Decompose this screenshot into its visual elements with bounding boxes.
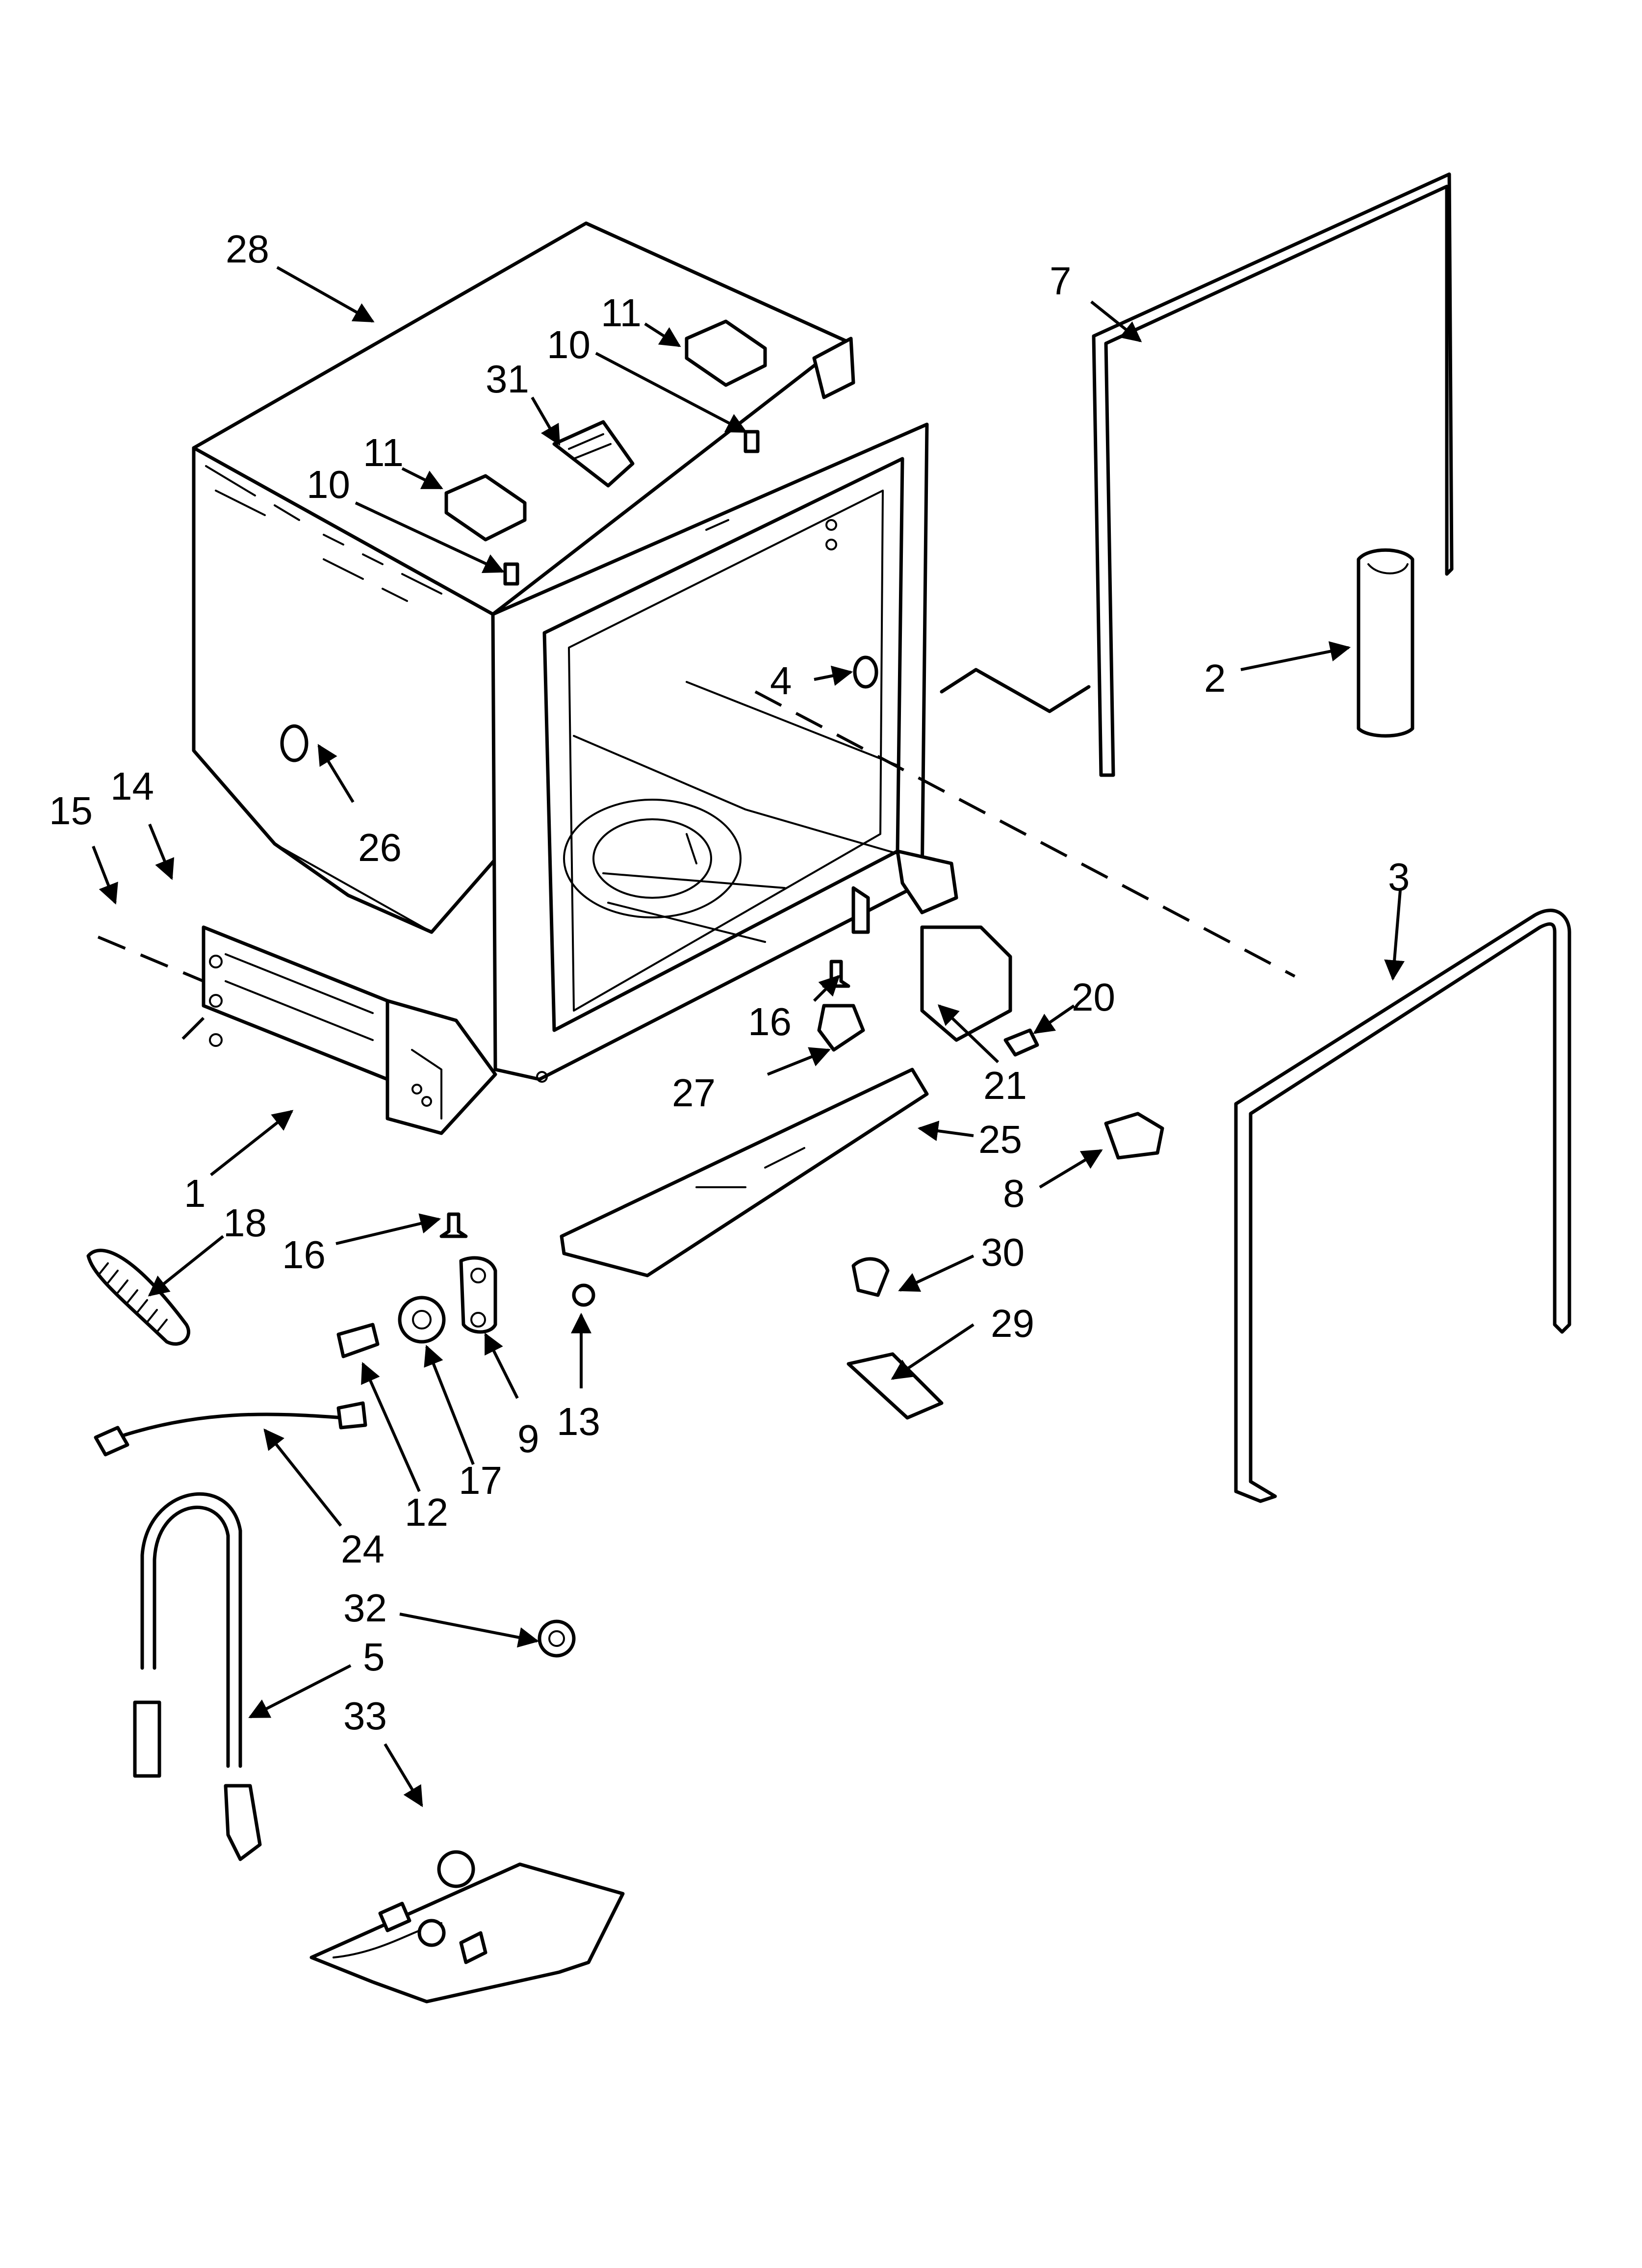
leader-4 [814, 665, 853, 686]
wire-24 [101, 1412, 345, 1444]
leader-10b [355, 501, 505, 574]
callout-17: 17 [459, 1459, 502, 1502]
bracket-29 [847, 1352, 944, 1420]
leader-20 [1033, 1004, 1075, 1034]
leader-11b [401, 467, 443, 490]
callout-10: 10 [547, 323, 590, 366]
screw-10-left [503, 562, 519, 586]
callout-9: 9 [517, 1417, 539, 1460]
callout-13: 13 [557, 1400, 600, 1443]
callout-32: 32 [343, 1586, 387, 1630]
part-30 [851, 1257, 890, 1297]
screw-10-right [744, 430, 760, 453]
callout-21: 21 [983, 1064, 1027, 1107]
bag-33 [309, 1862, 625, 2004]
callout-14: 14 [110, 764, 154, 808]
callout-25: 25 [978, 1118, 1022, 1161]
tub-assembly [97, 221, 1296, 1135]
leader-24 [263, 1428, 342, 1527]
callout-1: 1 [184, 1172, 206, 1215]
leader-31 [531, 396, 561, 446]
leader-12 [361, 1362, 421, 1492]
plug-4 [853, 655, 878, 689]
leader-11a [644, 322, 681, 347]
callout-29: 29 [991, 1302, 1034, 1345]
leader-21 [937, 1004, 1000, 1064]
callout-12: 12 [405, 1490, 448, 1534]
callout-30: 30 [981, 1230, 1025, 1274]
leader-32 [399, 1613, 539, 1648]
leader-10a [595, 352, 747, 433]
leader-29 [891, 1323, 975, 1380]
screw-20 [1003, 1028, 1039, 1057]
foot-17 [398, 1296, 446, 1344]
leader-18 [148, 1235, 224, 1297]
callout-3: 3 [1388, 855, 1410, 899]
tub-gasket-3 [1234, 909, 1571, 1503]
bracket-11-left [444, 474, 527, 542]
leader-16a [813, 975, 840, 1002]
leader-7 [1090, 300, 1142, 342]
callout-18: 18 [223, 1201, 267, 1245]
callout-15: 15 [49, 789, 93, 833]
screw-13 [572, 1283, 595, 1307]
leader-26 [317, 744, 355, 803]
callout-numbers: 28 7 11 10 31 11 10 4 2 26 15 14 3 20 16… [49, 227, 1410, 1738]
leader-1 [210, 1110, 294, 1176]
leader-30 [898, 1254, 975, 1292]
callout-16: 16 [282, 1233, 326, 1277]
clip-8 [1104, 1112, 1164, 1160]
lower-left-parts [86, 1249, 625, 2004]
leader-16b [335, 1213, 441, 1245]
panel-25 [560, 1068, 929, 1277]
callout-4: 4 [770, 659, 792, 703]
leveler-16b [439, 1212, 468, 1238]
leader-9 [484, 1332, 519, 1399]
callout-5: 5 [363, 1635, 385, 1679]
door-gasket-7 [1092, 172, 1454, 777]
leader-27 [767, 1047, 831, 1076]
screw-12 [336, 1323, 380, 1358]
callout-16: 16 [748, 1000, 792, 1043]
callout-11: 11 [363, 431, 404, 474]
leader-3 [1384, 890, 1405, 981]
leader-28 [276, 266, 375, 323]
callout-26: 26 [358, 826, 402, 869]
callout-20: 20 [1072, 975, 1115, 1019]
plug-26 [280, 724, 308, 762]
callout-27: 27 [672, 1071, 716, 1115]
leader-33 [384, 1743, 423, 1807]
callout-33: 33 [343, 1694, 387, 1738]
clip-27 [817, 1004, 865, 1052]
vent-2 [1357, 548, 1414, 738]
leader-5 [248, 1664, 352, 1719]
callout-10: 10 [307, 463, 350, 506]
leader-2 [1240, 641, 1351, 671]
bracket-11-right [685, 319, 767, 387]
callout-11: 11 [601, 291, 641, 335]
cord-5 [140, 1492, 242, 1768]
spring-18 [86, 1249, 190, 1346]
leader-25 [917, 1121, 974, 1141]
callout-7: 7 [1050, 259, 1072, 303]
callout-2: 2 [1204, 656, 1226, 700]
callout-28: 28 [226, 227, 269, 271]
callout-24: 24 [341, 1527, 385, 1571]
clip-31 [552, 420, 635, 488]
leader-14 [148, 823, 175, 880]
leader-17 [424, 1345, 475, 1465]
clamp-32 [538, 1619, 576, 1658]
leader-8 [1039, 1149, 1103, 1189]
bracket-9 [459, 1256, 497, 1334]
leader-lines [92, 266, 1405, 1807]
upper-brackets [280, 319, 878, 762]
leveler-16a [822, 960, 850, 988]
shield-21 [920, 925, 1012, 1042]
callout-8: 8 [1003, 1172, 1025, 1215]
callout-31: 31 [486, 357, 529, 401]
leader-15 [92, 845, 118, 905]
